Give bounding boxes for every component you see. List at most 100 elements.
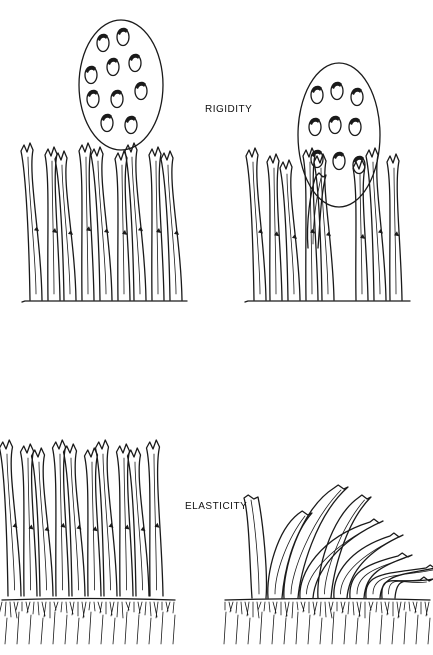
soil-hatch [5,618,7,644]
golf-ball-dimple-shade [118,28,128,35]
grass-blade-vein [274,168,276,294]
soil-hatch [272,615,274,644]
soil-hatch [125,612,127,644]
grass-blade-node [141,526,146,531]
grass-blade-node [292,234,297,239]
grass-blade-vein [394,168,396,294]
grass-blade-vein [124,458,127,590]
soil-hatch [224,612,226,644]
soil-hatch [292,602,293,618]
grass-blade-vein [154,454,157,590]
golf-ball-dimple-shade [126,116,136,123]
grass-blade-vein [156,161,158,294]
soil-hatch [29,615,31,644]
soil-hatch [149,618,151,644]
soil-hatch [66,602,67,613]
soil-hatch [320,618,322,644]
grass-blade-node [174,230,179,235]
soil-hatch [53,612,55,644]
soil-hatch [38,602,39,615]
grass-blade-node [13,523,18,528]
golf-ball-dimple-shade [136,82,146,89]
rigidity-after-panel [245,63,410,302]
soil-hatch [0,602,2,615]
grass-blade-vein [28,458,31,590]
soil-hatch [416,615,418,644]
rigidity-before-panel [21,20,187,302]
soil-hatch [404,612,406,644]
soil-hatch [260,612,262,644]
soil-hatch [392,618,394,644]
soil-hatch [308,615,310,644]
soil-hatch [137,615,139,644]
soil-hatch [65,615,67,644]
soil-hatch [77,618,79,644]
soil-hatch [61,602,62,612]
grass-blade-vein [310,162,312,294]
soil [225,599,430,601]
golf-ball-dimple-shade [352,88,362,95]
soil-hatch [348,602,349,614]
bent-blade [284,485,348,598]
soil-hatch [16,602,18,610]
golf-ball-dimple-shade [312,86,322,93]
soil-hatch [33,602,34,614]
soil-hatch [368,612,370,644]
ground-line [22,301,187,302]
soil-hatch [117,602,118,617]
grass-blade-vein [60,454,63,590]
grass-blade-node [109,523,114,528]
grass-blade-vein [360,174,362,294]
soil-hatch [41,618,43,644]
soil-hatch [89,602,90,610]
golf-ball-dimple-shade [108,58,118,65]
golf-ball-dimple-shade [332,82,342,89]
grass-blade [117,444,134,596]
grass-blade-node [68,230,73,235]
soil-hatch [331,602,333,610]
elasticity-label: ELASTICITY [185,501,247,512]
grass-blade-node [45,526,50,531]
grass-blade-node [378,229,383,234]
golf-ball-dimple-shade [88,90,98,97]
grass-blade-vein [86,157,88,294]
soil-hatch [248,618,250,644]
soil-hatch [344,615,346,644]
grass-blade [353,160,368,300]
soil-hatch [264,602,265,611]
soil-hatch [325,602,326,617]
soil-hatch [150,602,151,616]
rigidity-label: RIGIDITY [205,104,252,115]
soil-hatch [269,602,270,612]
soil-hatch [284,618,286,644]
soil-hatch [113,618,115,644]
grass-blade-vein [52,161,54,294]
soil-hatch [145,602,146,615]
soil [2,599,175,601]
grass-blade [147,440,164,596]
grass-blade [21,444,38,596]
bent-blade-vein [251,500,259,594]
golf-ball-dimple-shade [86,66,96,73]
grass-blade-node [34,226,39,231]
golf-ball-dimple-shade [112,90,122,97]
soil-hatch [161,612,163,644]
soil-hatch [376,602,377,612]
soil-hatch [236,602,237,613]
golf-ball-dimple-shade [102,114,112,121]
ground-line [245,301,410,302]
elasticity-before-panel [0,440,175,644]
soil-hatch [356,618,358,644]
soil-hatch [353,602,354,615]
soil-hatch [173,602,174,613]
soil-hatch [409,602,410,611]
grass-blade-node [258,229,263,234]
soil-hatch [236,615,238,644]
soil-hatch [10,602,11,617]
soil-hatch [296,612,298,644]
soil-hatch [428,618,430,644]
bent-blade-vein [325,500,365,594]
soil-hatch [17,612,19,644]
soil-hatch [320,602,321,616]
